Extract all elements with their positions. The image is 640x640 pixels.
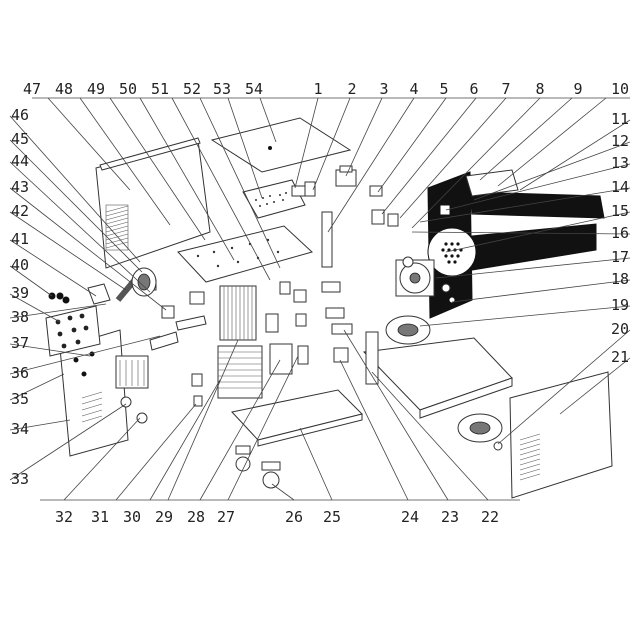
- caster-b: [261, 461, 281, 489]
- callout-numbers-top: 47 48 49 50 51 52 53 54 1 2 3 4 5 6 7 8 …: [23, 80, 629, 98]
- callout-41: 41: [11, 230, 29, 248]
- callout-30: 30: [123, 508, 141, 526]
- callout-44: 44: [11, 152, 29, 170]
- callout-33: 33: [11, 470, 29, 488]
- callout-54: 54: [245, 80, 263, 98]
- callout-5: 5: [439, 80, 448, 98]
- callout-45: 45: [11, 130, 29, 148]
- callout-42: 42: [11, 202, 29, 220]
- callout-18: 18: [611, 270, 629, 288]
- heatsink-lower: [217, 345, 263, 399]
- callout-14: 14: [611, 178, 629, 196]
- callout-16: 16: [611, 224, 629, 242]
- callout-50: 50: [119, 80, 137, 98]
- terminal-strip: [321, 211, 333, 268]
- callout-29: 29: [155, 508, 173, 526]
- caster-a: [235, 445, 251, 472]
- output-socket-a: [120, 396, 132, 408]
- rear-panel: [427, 171, 605, 319]
- callout-10: 10: [611, 80, 629, 98]
- callout-35: 35: [11, 390, 29, 408]
- callout-15: 15: [611, 202, 629, 220]
- callout-23: 23: [441, 508, 459, 526]
- callout-28: 28: [187, 508, 205, 526]
- callout-6: 6: [469, 80, 478, 98]
- parts-drawing: [45, 117, 613, 499]
- relay-b: [371, 209, 385, 225]
- control-panel-label: [45, 305, 101, 357]
- output-socket-b: [136, 412, 148, 424]
- callout-51: 51: [151, 80, 169, 98]
- driver-board: [269, 343, 293, 375]
- callout-numbers-left: 46 45 44 43 42 41 40 39 38 37 36 35 34 3…: [11, 106, 29, 488]
- callout-38: 38: [11, 308, 29, 326]
- callout-27: 27: [217, 508, 235, 526]
- callout-39: 39: [11, 284, 29, 302]
- callout-17: 17: [611, 248, 629, 266]
- callout-26: 26: [285, 508, 303, 526]
- cable-clamp: [87, 283, 111, 305]
- cooling-fan: [395, 259, 435, 297]
- callout-47: 47: [23, 80, 41, 98]
- callout-numbers-bottom: 32 31 30 29 28 27 26 25 24 23 22: [55, 508, 499, 526]
- callout-9: 9: [573, 80, 582, 98]
- main-transformer: [115, 355, 149, 389]
- callout-11: 11: [611, 110, 629, 128]
- callout-36: 36: [11, 364, 29, 382]
- relay-a: [369, 185, 383, 197]
- control-board: [242, 179, 316, 219]
- leader-lines: [9, 97, 631, 501]
- callout-7: 7: [501, 80, 510, 98]
- callout-31: 31: [91, 508, 109, 526]
- callout-numbers-right: 11 12 13 14 15 16 17 18 19 20 21: [611, 110, 629, 366]
- callout-1: 1: [313, 80, 322, 98]
- callout-52: 52: [183, 80, 201, 98]
- callout-40: 40: [11, 256, 29, 274]
- callout-25: 25: [323, 508, 341, 526]
- callout-49: 49: [87, 80, 105, 98]
- callout-32: 32: [55, 508, 73, 526]
- callout-46: 46: [11, 106, 29, 124]
- callout-13: 13: [611, 154, 629, 172]
- rear-wheel: [385, 315, 431, 345]
- callout-19: 19: [611, 296, 629, 314]
- callout-4: 4: [409, 80, 418, 98]
- callout-2: 2: [347, 80, 356, 98]
- right-side-panel: [493, 371, 613, 499]
- callout-43: 43: [11, 178, 29, 196]
- callout-24: 24: [401, 508, 419, 526]
- callout-48: 48: [55, 80, 73, 98]
- callout-37: 37: [11, 334, 29, 352]
- output-inductor: [131, 267, 157, 297]
- callout-3: 3: [379, 80, 388, 98]
- front-panel: [59, 329, 129, 457]
- handle: [465, 169, 519, 197]
- callout-12: 12: [611, 132, 629, 150]
- callout-21: 21: [611, 348, 629, 366]
- callout-20: 20: [611, 320, 629, 338]
- callout-8: 8: [535, 80, 544, 98]
- rear-wheel-2: [457, 413, 503, 443]
- output-terminals: [279, 281, 353, 365]
- top-cover: [210, 117, 352, 173]
- callout-53: 53: [213, 80, 231, 98]
- callout-34: 34: [11, 420, 29, 438]
- middle-chassis: [177, 225, 313, 283]
- callout-22: 22: [481, 508, 499, 526]
- heatsink-upper: [219, 285, 257, 341]
